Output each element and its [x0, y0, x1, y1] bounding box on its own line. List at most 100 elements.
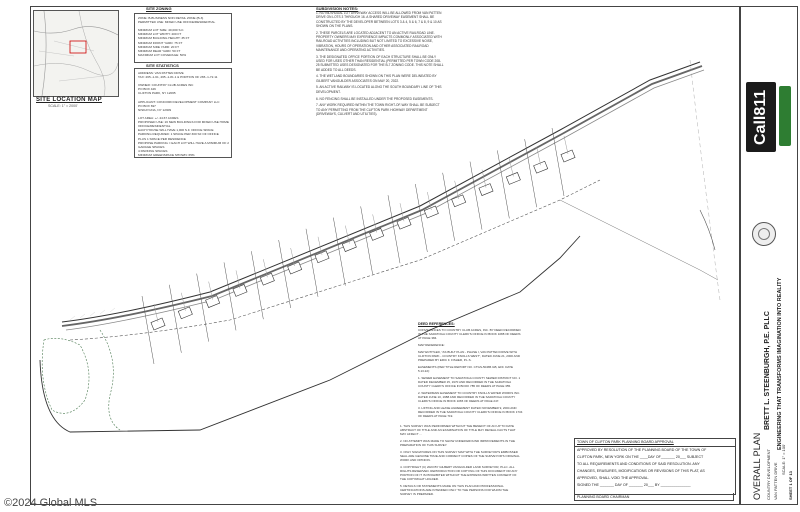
lot-driveway [263, 259, 268, 278]
approval-line: SIGNED THE _______ DAY OF _______ 20___ … [577, 483, 691, 487]
overall-site-plan [39, 59, 721, 433]
approval-line: APPROVED, SHALL VOID THE APPROVAL. [577, 476, 650, 480]
deed-reference: 3. LIFTING AND LEASE AGREEMENT DATED NOV… [418, 406, 523, 418]
subdivision-note: 3. THE DESIGNATED OFFICE PORTION OF EACH… [316, 54, 444, 72]
lot-line [141, 295, 155, 365]
drawing-border [30, 6, 740, 505]
lot-line [551, 127, 565, 197]
zoning-line: MINIMUM SIDE YARD: 20 FT [138, 44, 179, 49]
deed-reference: EASEMENTS (PER TITLE REPORT NO. CTGS-504… [418, 365, 513, 373]
location-map-drawing [34, 11, 118, 96]
lot-line [251, 251, 264, 320]
lot-line [305, 228, 319, 297]
subdivision-note: 4. THE WETLAND BOUNDARIES SHOWN ON THIS … [316, 74, 437, 83]
lot-driveway [317, 236, 323, 255]
statistics-line: EACH HOUSE WILL HAVE 1,000 S.F. OFFICE S… [138, 128, 214, 133]
approval-signature-label: PLANNING BOARD CHAIRMAN [574, 493, 734, 501]
house-footprint [396, 216, 412, 230]
lot-driveway [181, 292, 186, 311]
call811-logo-text: Call811 [752, 89, 769, 145]
statistics-line: OWNER: COUNTRY CLUB ACRES INC [138, 83, 194, 88]
subdivision-note: 6. NO FENCING SHALL BE INSTALLED UNDER T… [316, 96, 434, 101]
railroad-line [61, 65, 703, 327]
sheet-title: OVERALL PLAN [752, 432, 762, 500]
zoning-box: ZONE: B-BUSINESS NON RETAIL ZONE (B-3) P… [134, 13, 232, 63]
lot-line [387, 195, 401, 264]
lot-line [169, 284, 182, 353]
site-location-map [33, 10, 119, 97]
statistics-line: PROPOSE PARKING = EACH LOT WILL HAVE A M… [138, 140, 229, 149]
hatch-texture [69, 307, 116, 321]
zoning-line: MINIMUM REAR YARD: 50 FT [138, 48, 181, 53]
lot-line [360, 206, 373, 275]
deed-reference: 1. SEWER EASEMENT TO SARATOGA COUNTY SEW… [418, 376, 521, 388]
deed-reference: MAP ENTITLED, "AS BUILT PLAN - PHASE I, … [418, 350, 520, 362]
statistics-line: PARKING REQUIRED: 1 SPACE PER 300 SF OF … [138, 132, 219, 137]
approval-line: CLIFTON PARK, NEW YORK ON THE ____DAY OF… [577, 455, 704, 459]
house-footprint [505, 172, 521, 185]
statistics-line: CLIFTON PARK, NY 12065 [138, 91, 176, 96]
house-footprint [205, 295, 221, 308]
deed-references-title: DEED REFERENCES: [418, 322, 455, 326]
subdivision-note: 1. NO INDIVIDUAL LOT DRIVEWAY ACCESS WIL… [316, 11, 442, 28]
zoning-line: MINIMUM LOT WIDTH: 200 FT [138, 32, 182, 37]
project-road: VAN PATTEN DRIVE [773, 462, 778, 500]
location-map-scale: SCALE: 1" = 2000' [48, 104, 78, 108]
zoning-text: ZONE: B-BUSINESS NON RETAIL ZONE (B-3) P… [138, 16, 215, 57]
lot-driveway [427, 191, 432, 211]
lot-line [278, 239, 291, 309]
approval-line: CHANGES, ERASURES, MODIFICATIONS OR REVI… [577, 469, 705, 473]
house-footprint [150, 317, 166, 331]
site-statistics-box: ADDRESS: VAN PATTEN DRIVE TAX: 265.-1-61… [134, 68, 232, 158]
lot-line [469, 161, 483, 230]
van-patten-drive [65, 69, 705, 331]
zoning-line: MAXIMUM LOT COVERAGE: 50% [138, 52, 187, 57]
lot-line [223, 262, 237, 331]
lot-driveway [290, 247, 295, 267]
house-footprint [314, 250, 330, 264]
lot-driveway [481, 169, 487, 188]
subdivision-note: 7. ANY WORK REQUIRED WITHIN THE TOWN RIG… [316, 103, 440, 116]
house-footprint [259, 272, 275, 286]
statistics-line: PO BOX 426 [138, 87, 156, 92]
title-block [740, 6, 798, 505]
deed-references: CONVEYANCES TO COUNTRY CLUB ACRES, INC. … [418, 328, 524, 421]
statistics-line: PO BOX 697 [138, 103, 156, 108]
general-note: 3. ONLY SIGNATURES ON THIS SURVEY MAP WI… [400, 450, 520, 462]
lot-line [333, 217, 346, 286]
mls-watermark: ©2024 Global MLS [4, 497, 98, 509]
site-statistics-title: SITE STATISTICS [146, 63, 179, 68]
firm-tagline: ENGINEERING THAT TRANSFORMS IMAGINATION … [777, 277, 783, 450]
lot-driveway [536, 147, 541, 166]
property-line-north [61, 61, 701, 323]
subdivision-note: 5. AN ACTIVE RAILWAY IS LOCATED ALONG TH… [316, 85, 442, 94]
lot-driveway [454, 180, 459, 199]
approval-title: TOWN OF CLIFTON PARK PLANNING BOARD APPR… [575, 439, 735, 447]
house-footprint [533, 160, 549, 174]
general-notes: 1. THIS SURVEY WAS PERFORMED WITHOUT THE… [400, 424, 520, 499]
lot-line [442, 172, 455, 241]
statistics-line: 4 PARKING SPACES [138, 148, 168, 153]
lot-driveway [208, 281, 213, 300]
lot-line [415, 183, 428, 253]
statistics-line: NISKAYUNA, NY 12309 [138, 107, 172, 112]
general-note: 4. COPYRIGHT (C) 2023 BY GILBERT VANGUIL… [400, 465, 518, 481]
approval-text: APPROVED BY RESOLUTION OF THE PLANNING B… [575, 447, 735, 489]
wetland-boundary-2 [99, 329, 121, 431]
engineer-seal-icon [752, 222, 776, 246]
deed-reference: MAP REFERENCE: [418, 343, 445, 347]
offsite-line [689, 59, 721, 301]
house-footprint [478, 183, 494, 196]
house-footprint [341, 239, 357, 252]
statistics-line: TAX: 265.-1-61, 265.-1-81.1 & PORTION OF… [138, 75, 218, 80]
deed-reference: CONVEYANCES TO COUNTRY CLUB ACRES, INC. … [418, 328, 521, 340]
zoning-title: SITE ZONING [146, 6, 172, 11]
zoning-line: PERMITTED USE: MIXED USE OFFICE/RESIDENT… [138, 20, 216, 25]
zoning-line: ZONE: B-BUSINESS NON RETAIL ZONE (B-3) [138, 16, 204, 20]
lot-driveway [372, 214, 377, 233]
deed-reference: 2. WATERMAIN EASEMENT TO COUNTRY KNOLLS … [418, 391, 521, 403]
subdivision-notes: 1. NO INDIVIDUAL LOT DRIVEWAY ACCESS WIL… [316, 11, 444, 119]
statistics-line: APPLICANT: CONCORD DEVELOPMENT COMPANY L… [138, 99, 220, 104]
east-tie-line [559, 199, 719, 281]
